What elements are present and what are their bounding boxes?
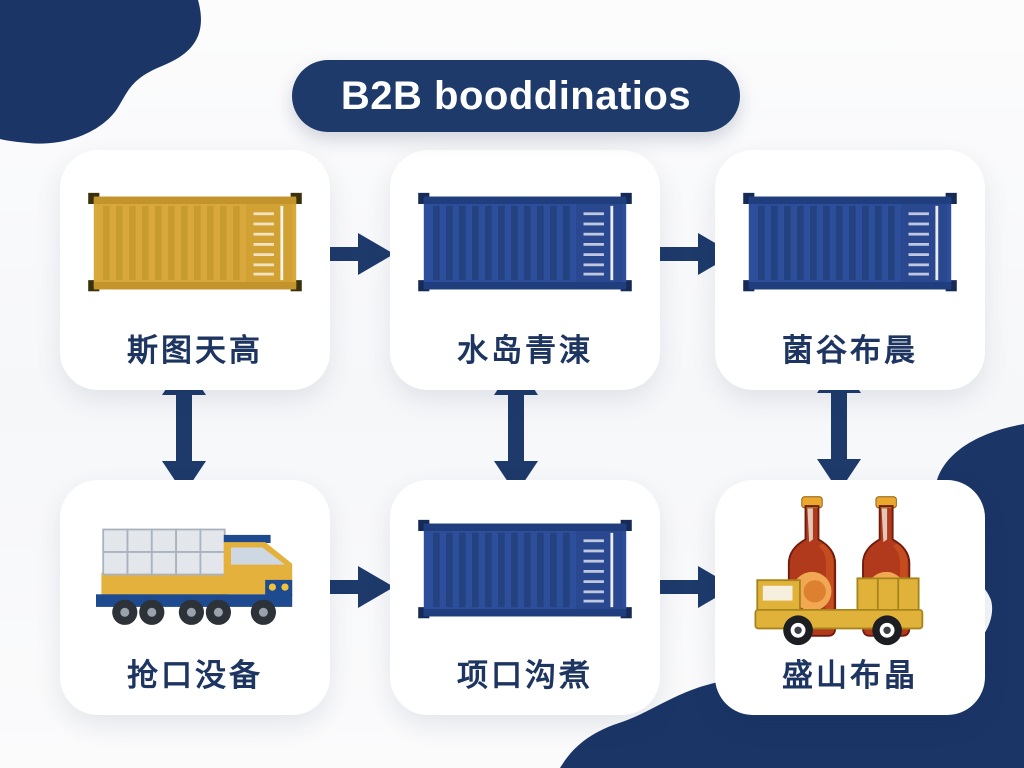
card-label: 菌谷布晨 — [782, 333, 918, 368]
card-label: 盛山布晶 — [782, 658, 918, 693]
arrow-right-top-2 — [652, 233, 734, 275]
beer-bottles-truck-icon — [715, 480, 985, 660]
cargo-truck-icon — [60, 480, 330, 660]
card-label: 抢口没备 — [127, 658, 263, 693]
blue-container-icon — [390, 480, 660, 660]
card-yellow-container: 斯图天高 — [60, 150, 330, 390]
card-beer-bottles-truck: 盛山布晶 — [715, 480, 985, 715]
card-label: 斯图天高 — [127, 333, 263, 368]
card-label: 项口沟煮 — [457, 658, 593, 693]
title-pill: B2B booddinatios — [292, 60, 740, 132]
arrow-vertical-col-2 — [494, 362, 538, 494]
card-blue-container-1: 水岛青涷 — [390, 150, 660, 390]
card-blue-container-3: 项口沟煮 — [390, 480, 660, 715]
arrow-right-top-1 — [312, 233, 394, 275]
card-label: 水岛青涷 — [457, 333, 593, 368]
card-cargo-truck: 抢口没备 — [60, 480, 330, 715]
yellow-container-icon — [60, 150, 330, 335]
title-text: B2B booddinatios — [340, 73, 692, 118]
arrow-right-bottom-1 — [312, 566, 394, 608]
blue-container-icon — [715, 150, 985, 335]
arrow-vertical-col-1 — [162, 362, 206, 494]
card-blue-container-2: 菌谷布晨 — [715, 150, 985, 390]
blue-container-icon — [390, 150, 660, 335]
